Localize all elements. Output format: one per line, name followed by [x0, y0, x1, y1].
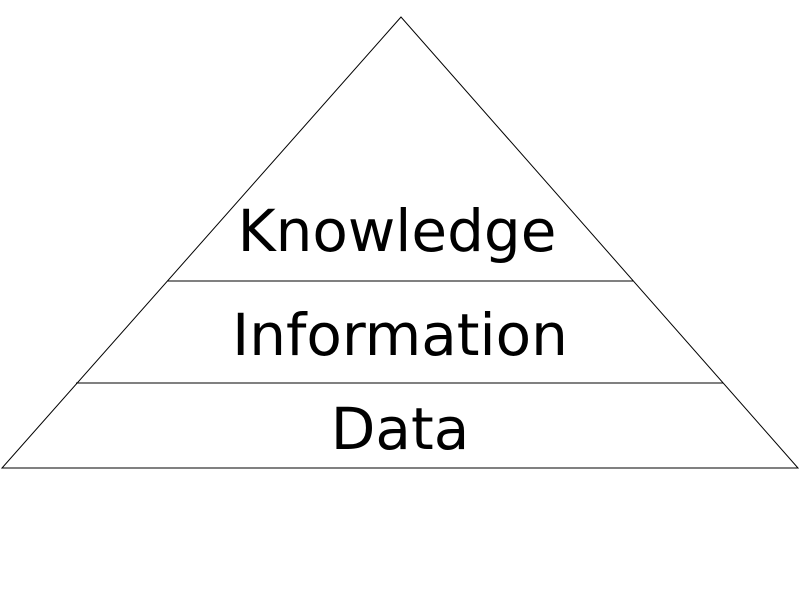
pyramid-outline	[0, 16, 800, 469]
tier-label-information: Information	[232, 301, 568, 369]
tier-label-data: Data	[331, 395, 470, 463]
tier-label-knowledge: Knowledge	[238, 197, 557, 265]
